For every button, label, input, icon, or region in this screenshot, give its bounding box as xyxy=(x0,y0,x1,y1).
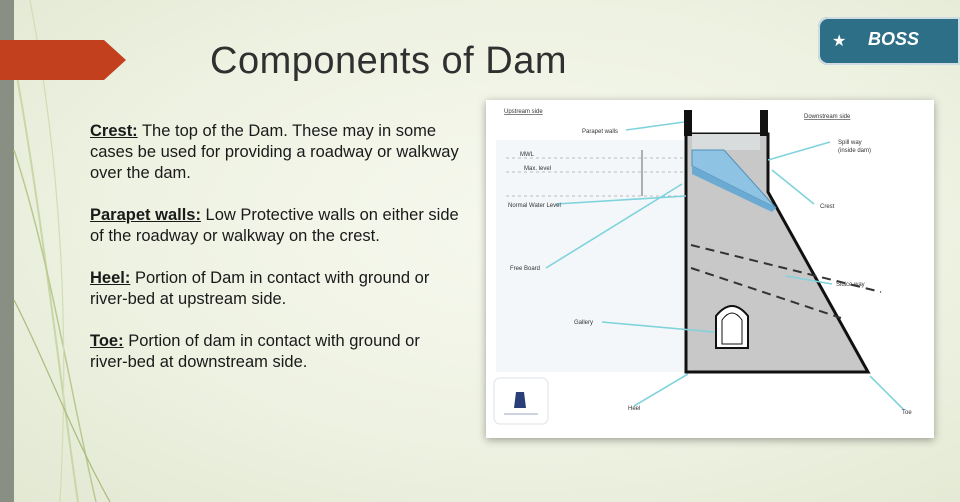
label-downstream-side: Downstream side xyxy=(804,114,851,120)
boss-badge[interactable]: ★ BOSS xyxy=(818,17,960,65)
definition-term: Heel: xyxy=(90,269,131,287)
definition-term: Parapet walls: xyxy=(90,206,201,224)
label-sluice-way: Sluice way xyxy=(836,282,865,288)
gallery-inner xyxy=(721,312,743,345)
definition-item: Toe: Portion of dam in contact with grou… xyxy=(90,331,460,373)
definitions-list: Crest: The top of the Dam. These may in … xyxy=(90,121,460,394)
spillway-band-lower xyxy=(692,166,776,212)
leader-lines xyxy=(545,121,905,411)
slide-left-bar xyxy=(0,0,14,502)
label-gallery: Gallery xyxy=(574,320,593,326)
parapet-wall-left xyxy=(684,110,692,136)
label-inside-dam: (inside dam) xyxy=(838,148,871,154)
dam-cross-section-diagram: Upstream side Downstream side Parapet wa… xyxy=(493,109,912,425)
upstream-water xyxy=(496,140,686,372)
label-parapet-walls: Parapet walls xyxy=(582,129,618,135)
label-max-level: Max. level xyxy=(524,166,551,172)
sluice-line-upper xyxy=(690,244,882,293)
definition-item: Crest: The top of the Dam. These may in … xyxy=(90,121,460,184)
sluice-line-lower xyxy=(690,267,842,319)
definition-text: The top of the Dam. These may in some ca… xyxy=(90,122,459,182)
definition-term: Toe: xyxy=(90,332,124,350)
definition-text: Low Protective walls on either side of t… xyxy=(90,206,459,245)
page-title: Components of Dam xyxy=(210,40,567,82)
label-normal-water-level: Normal Water Level xyxy=(508,203,561,209)
definition-item: Heel: Portion of Dam in contact with gro… xyxy=(90,268,460,310)
definition-term: Crest: xyxy=(90,122,138,140)
label-spill-way: Spill way xyxy=(838,140,862,146)
label-crest: Crest xyxy=(820,204,835,210)
definition-text: Portion of Dam in contact with ground or… xyxy=(90,269,430,308)
title-arrow-icon xyxy=(0,40,126,80)
label-mwl: MWL xyxy=(520,152,535,158)
definition-item: Parapet walls: Low Protective walls on e… xyxy=(90,205,460,247)
parapet-wall-right xyxy=(760,110,768,136)
logo-icon xyxy=(493,377,549,425)
dam-diagram-card: Upstream side Downstream side Parapet wa… xyxy=(486,100,934,438)
label-toe: Toe xyxy=(902,410,912,416)
gallery-opening xyxy=(715,305,749,349)
crest-area xyxy=(692,134,760,150)
star-icon: ★ xyxy=(832,33,847,50)
label-upstream-side: Upstream side xyxy=(504,109,543,115)
badge-label: BOSS xyxy=(868,29,920,49)
definition-text: Portion of dam in contact with ground or… xyxy=(90,332,420,371)
label-free-board: Free Board xyxy=(510,266,540,272)
label-heel: Heel xyxy=(628,406,640,412)
